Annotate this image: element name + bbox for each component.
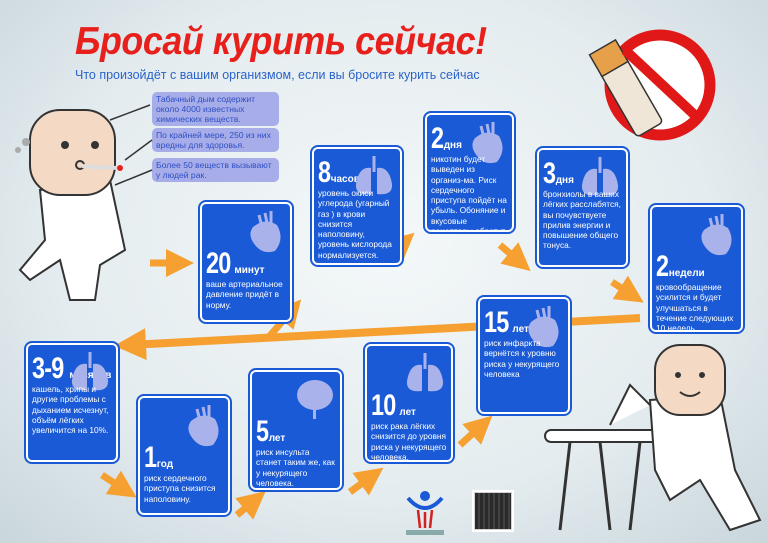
time-unit: часов	[330, 174, 360, 185]
fact-bubble: Табачный дым содержит около 4000 известн…	[152, 92, 279, 126]
card-text: уровень окиси углерода (угарный газ ) в …	[318, 188, 392, 260]
card-text: кашель, хрипы и другие проблемы с дыхани…	[32, 384, 109, 436]
time-value: 15	[484, 306, 509, 339]
arrow	[347, 467, 384, 496]
card-text: риск инсульта станет таким же, как у нек…	[256, 447, 335, 488]
card-text: кровообращение усилится и будет улучшать…	[656, 282, 734, 332]
heart-icon	[245, 209, 285, 256]
lungs-icon	[404, 351, 446, 398]
arrow	[457, 415, 493, 448]
time-unit: недели	[668, 268, 705, 279]
time-unit: лет	[512, 324, 529, 335]
card-text: риск сердечного приступа снизится наполо…	[144, 473, 216, 504]
heart-icon	[523, 304, 563, 351]
card-text: никотин будет выведен из организ-ма. Рис…	[431, 154, 507, 232]
time-unit: лет	[268, 433, 286, 444]
page-subtitle: Что произойдёт с вашим организмом, если …	[75, 68, 480, 82]
time-value: 3	[543, 157, 556, 190]
lungs-icon	[353, 154, 395, 201]
brain-icon	[295, 377, 335, 424]
time-unit: месяцев	[69, 370, 112, 381]
card-text: ваше артериальное давление придёт в норм…	[206, 279, 283, 310]
fact-bubble: По крайней мере, 250 из них вредны для з…	[152, 128, 279, 152]
card-text: риск инфаркта вернётся к уровню риска у …	[484, 338, 560, 379]
time-value: 1	[144, 441, 157, 474]
time-unit: дня	[555, 175, 574, 186]
time-unit: год	[156, 459, 174, 470]
lungs-icon	[579, 155, 621, 202]
heart-icon	[183, 403, 223, 450]
time-value: 20	[206, 247, 231, 280]
time-unit: минут	[234, 265, 265, 276]
lungs-icon	[69, 350, 111, 397]
time-value: 2	[656, 250, 669, 283]
arrow	[234, 491, 266, 520]
heart-icon	[467, 120, 507, 167]
time-value: 5	[256, 415, 269, 448]
time-value: 2	[431, 122, 444, 155]
page-title: Бросай курить сейчас!	[75, 20, 487, 63]
time-unit: лет	[399, 407, 416, 418]
card-text: риск рака лёгких снизится до уровня риск…	[371, 421, 447, 462]
time-value: 8	[318, 156, 331, 189]
card-text: бронхиолы в ваших лёгких расслабятся, вы…	[543, 189, 621, 251]
time-unit: дня	[443, 140, 462, 151]
organization-logo	[400, 488, 450, 536]
timeline-card-6: 3-9 месяцев кашель, хрипы и другие пробле…	[24, 341, 120, 464]
arrow	[610, 275, 644, 303]
heart-icon	[696, 212, 736, 259]
fact-bubble: Более 50 веществ вызывают у людей рак.	[152, 158, 279, 182]
arrow	[100, 470, 137, 498]
arrow	[497, 242, 531, 272]
qr-code[interactable]	[472, 490, 514, 532]
time-value: 10	[371, 389, 396, 422]
time-value: 3-9	[32, 352, 64, 385]
